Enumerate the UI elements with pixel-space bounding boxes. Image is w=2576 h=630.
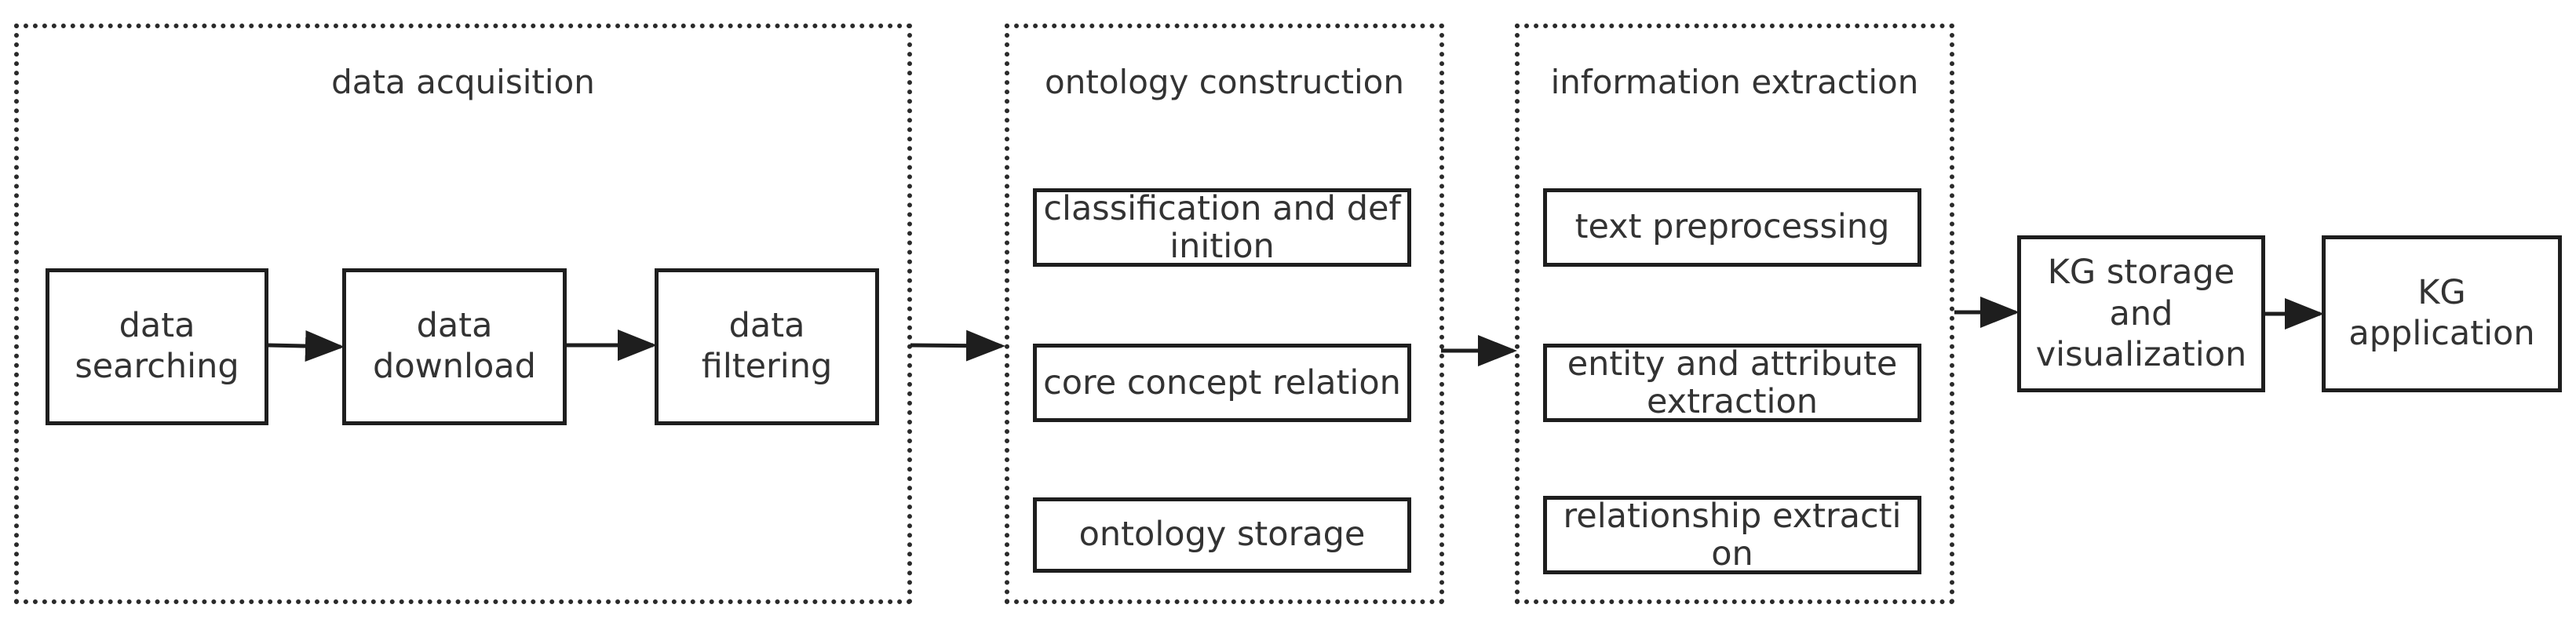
- node-entity-and-attribute-extraction: entity and attribute extraction: [1543, 344, 1921, 422]
- node-relationship-label: relationship extraction: [1563, 496, 1902, 574]
- node-core-concept-relation: core concept relation: [1033, 344, 1411, 422]
- group-title-data-acquisition: data acquisition: [331, 63, 595, 101]
- node-data-searching-label: data searching: [75, 306, 239, 386]
- group-information-extraction: information extraction: [1515, 24, 1954, 604]
- node-text-preprocessing: text preprocessing: [1543, 188, 1921, 267]
- node-relationship-extraction: relationship extraction: [1543, 496, 1921, 574]
- node-ontology-storage-label: ontology storage: [1078, 515, 1366, 555]
- node-classification-and-definition: classification and definition: [1033, 188, 1411, 267]
- node-data-searching: data searching: [46, 268, 268, 425]
- node-data-download: data download: [342, 268, 567, 425]
- node-kg-application: KG application: [2322, 235, 2562, 392]
- group-ontology-construction: ontology construction: [1005, 24, 1444, 604]
- group-data-acquisition: data acquisition: [14, 24, 912, 604]
- arrow-acquisition-to-ontology: [910, 330, 1005, 362]
- node-classification-label: classification and definition: [1043, 188, 1401, 266]
- node-kg-application-label: KG application: [2348, 273, 2535, 353]
- node-kg-storage-and-visualization: KG storage and visualization: [2017, 235, 2265, 392]
- group-title-ontology-construction: ontology construction: [1045, 63, 1404, 101]
- node-data-download-label: data download: [373, 306, 536, 386]
- group-title-information-extraction: information extraction: [1550, 63, 1919, 101]
- node-data-filtering: data filtering: [655, 268, 879, 425]
- node-data-filtering-label: data filtering: [701, 306, 833, 386]
- node-core-concept-label: core concept relation: [1043, 362, 1401, 402]
- node-text-preprocessing-label: text preprocessing: [1574, 207, 1890, 247]
- node-entity-attribute-label: entity and attribute extraction: [1567, 344, 1898, 421]
- node-kg-storage-label: KG storage and visualization: [2035, 253, 2247, 375]
- node-ontology-storage: ontology storage: [1033, 497, 1411, 573]
